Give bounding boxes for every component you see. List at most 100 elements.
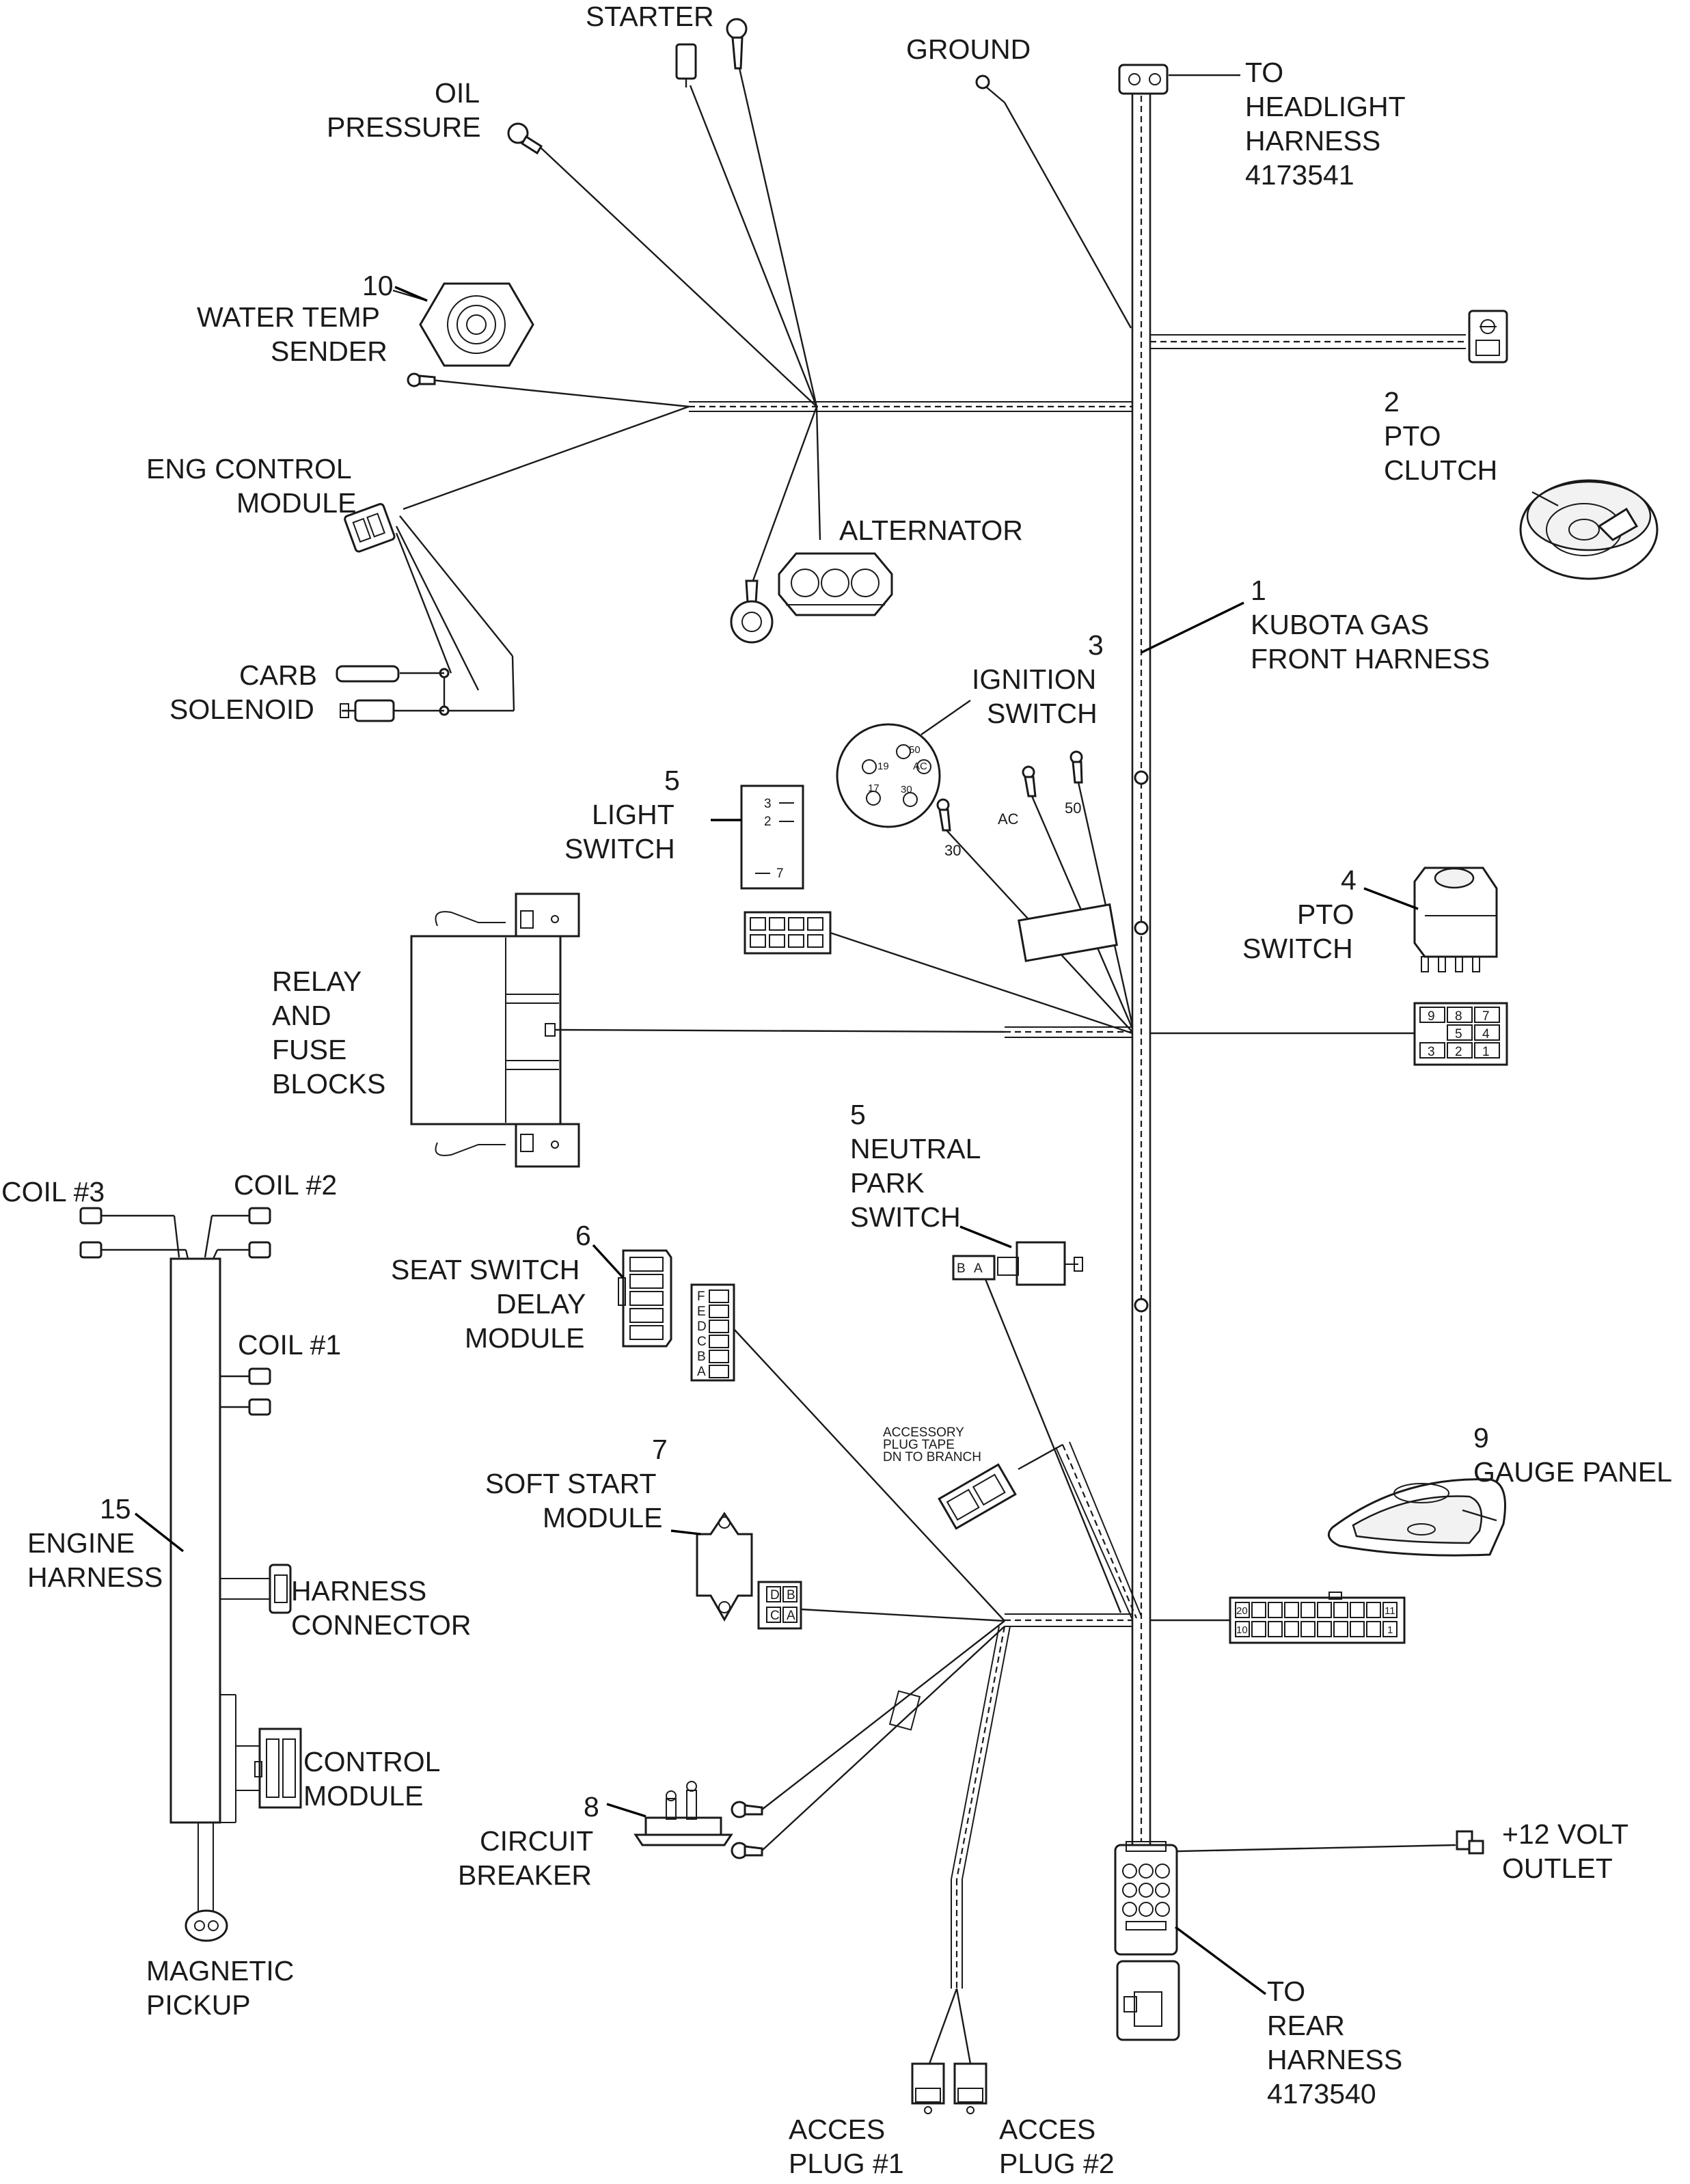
light-switch-connector	[744, 911, 1133, 1035]
label-light-1: LIGHT	[592, 799, 674, 830]
ign-pin-19: 19	[877, 761, 889, 772]
label-neutral-num: 5	[850, 1099, 866, 1130]
label-relay-2: AND	[272, 1000, 331, 1031]
label-ecm-1: ENG CONTROL	[146, 453, 352, 484]
outlet-12v	[1149, 1830, 1484, 1855]
soft-pin-c: C	[770, 1609, 780, 1623]
light-switch: 3 2 7	[711, 784, 804, 890]
gauge-panel	[1327, 1478, 1506, 1557]
label-starter: STARTER	[586, 1, 714, 32]
label-acc1-2: PLUG #1	[789, 2148, 904, 2179]
label-ign-num: 3	[1088, 629, 1104, 661]
coil-3	[79, 1207, 189, 1259]
label-ecm-2: MODULE	[236, 487, 356, 519]
terminal-50: 50	[1065, 800, 1081, 817]
label-gauge-num: 9	[1473, 1422, 1489, 1453]
ignition-terminals: 30 AC 50	[936, 750, 1134, 1033]
label-acc1-1: ACCES	[789, 2114, 885, 2145]
label-carb-1: CARB	[239, 659, 317, 691]
label-accessory-3: DN TO BRANCH	[883, 1450, 981, 1464]
water-leader	[394, 286, 428, 302]
seat-pin-a: A	[697, 1365, 706, 1379]
terminal-30: 30	[944, 842, 961, 859]
harness-connector	[220, 1564, 292, 1614]
label-outlet-1: +12 VOLT	[1502, 1818, 1628, 1850]
pto-pin-5: 5	[1455, 1027, 1462, 1041]
label-coil1: COIL #1	[238, 1329, 341, 1361]
alternator-connector	[778, 552, 893, 616]
ignition-switch: 50 19 AC 17 30	[836, 700, 971, 828]
label-ign-2: SWITCH	[987, 698, 1098, 729]
gauge-pin-20: 20	[1236, 1605, 1248, 1617]
neutral-pin-b: B	[957, 1261, 966, 1276]
label-coil2: COIL #2	[234, 1169, 337, 1201]
label-outlet-2: OUTLET	[1502, 1853, 1613, 1884]
label-breaker-2: BREAKER	[458, 1859, 592, 1891]
gauge-pin-11: 11	[1385, 1605, 1395, 1617]
label-hconn-1: HARNESS	[291, 1575, 426, 1607]
label-pto-clutch-2: CLUTCH	[1384, 454, 1497, 486]
label-engine-1: ENGINE	[27, 1527, 135, 1559]
accessory-plug-branch	[928, 1626, 1011, 2064]
label-rear-2: REAR	[1267, 2010, 1345, 2041]
relay-and-fuse-blocks	[410, 892, 580, 1168]
label-relay-4: BLOCKS	[272, 1068, 385, 1100]
acces-plug-2	[953, 2062, 987, 2114]
rear-harness-connector	[1114, 1841, 1267, 2041]
label-engine-2: HARNESS	[27, 1561, 163, 1593]
gauge-pin-1: 1	[1387, 1624, 1393, 1636]
ign-pin-30: 30	[901, 784, 912, 795]
neutral-pin-a: A	[974, 1261, 983, 1276]
label-magnetic-2: PICKUP	[146, 1989, 251, 2021]
circuit-breaker	[606, 1620, 1005, 1859]
label-acc2-1: ACCES	[999, 2114, 1095, 2145]
label-soft-1: SOFT START	[485, 1468, 657, 1499]
label-headlight-4: 4173541	[1245, 159, 1354, 191]
pto-pin-1: 1	[1482, 1045, 1490, 1059]
headlight-connector	[1118, 64, 1240, 95]
label-neutral-1: NEUTRAL	[850, 1133, 981, 1164]
label-soft-num: 7	[652, 1434, 668, 1465]
label-neutral-2: PARK	[850, 1167, 925, 1199]
engine-fanout	[403, 18, 821, 644]
light-pin-2: 2	[764, 815, 772, 829]
seat-switch-connector: F E D C B A	[690, 1283, 1005, 1622]
label-kubota-2: FRONT HARNESS	[1251, 643, 1490, 674]
upper-right-branch	[1150, 310, 1508, 364]
ign-pin-ac: AC	[913, 761, 927, 772]
label-accessory-2: PLUG TAPE	[883, 1438, 955, 1452]
acces-plug-1	[911, 2062, 945, 2114]
control-module-connector	[236, 1728, 302, 1809]
relay-feed-wire	[554, 1026, 1132, 1038]
label-kubota-1: KUBOTA GAS	[1251, 609, 1429, 640]
seat-pin-e: E	[697, 1305, 706, 1319]
engine-side-branch	[689, 401, 1132, 412]
label-neutral-3: SWITCH	[850, 1201, 961, 1233]
light-pin-7: 7	[776, 866, 784, 881]
label-pto-clutch-num: 2	[1384, 386, 1400, 418]
coil-2	[204, 1207, 271, 1259]
seat-pin-c: C	[697, 1335, 707, 1349]
ign-pin-17: 17	[868, 782, 880, 794]
label-carb-2: SOLENOID	[169, 694, 314, 725]
soft-pin-a: A	[787, 1609, 795, 1623]
pto-switch-connector: 9 8 7 5 4 3 2 1	[1150, 1002, 1508, 1066]
seat-pin-b: B	[697, 1350, 706, 1364]
label-pto-switch-2: SWITCH	[1242, 933, 1353, 964]
label-kubota-num: 1	[1251, 575, 1266, 606]
main-trunk	[1131, 92, 1151, 1845]
coil-1	[219, 1367, 271, 1416]
label-oil-1: OIL	[435, 77, 480, 109]
label-seat-3: MODULE	[465, 1322, 584, 1354]
label-seat-num: 6	[575, 1220, 591, 1251]
pto-clutch	[1519, 479, 1659, 580]
pto-pin-3: 3	[1428, 1045, 1435, 1059]
ground-wire	[975, 74, 1132, 329]
lower-junction	[1005, 1613, 1230, 1627]
eng-control-module-connector	[336, 503, 515, 722]
label-rear-4: 4173540	[1267, 2078, 1376, 2110]
label-relay-1: RELAY	[272, 966, 362, 997]
label-pto-switch-1: PTO	[1297, 899, 1354, 930]
ign-pin-50: 50	[909, 744, 921, 756]
